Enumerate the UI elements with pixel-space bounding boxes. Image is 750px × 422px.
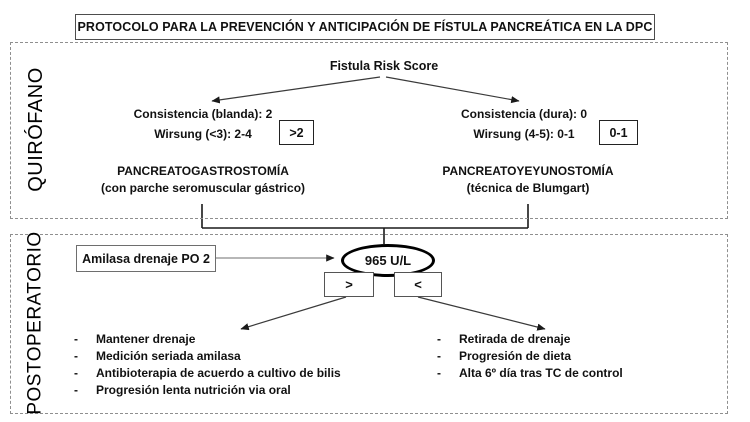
list-item: -Antibioterapia de acuerdo a cultivo de …: [74, 366, 341, 380]
page-title: PROTOCOLO PARA LA PREVENCIÓN Y ANTICIPAC…: [75, 14, 655, 40]
list-item: -Progresión lenta nutrición via oral: [74, 383, 291, 397]
comparator-greater-box: >: [324, 272, 374, 297]
procedure-pancreatojejunostomy: PANCREATOYEYUNOSTOMÍA (técnica de Blumga…: [408, 163, 648, 197]
left-criterion-consistency: Consistencia (blanda): 2: [133, 107, 273, 121]
procedure-pancreatogastrostomy-note: (con parche seromuscular gástrico): [100, 181, 306, 195]
amylase-drain-box: Amilasa drenaje PO 2: [76, 245, 216, 272]
section-quirofano-label: QUIRÓFANO: [24, 67, 47, 192]
right-score-badge: 0-1: [599, 120, 638, 145]
section-postoperatorio: [10, 234, 728, 414]
action-text: Progresión de dieta: [459, 349, 572, 363]
left-score-badge: >2: [279, 120, 314, 145]
list-item: -Medición seriada amilasa: [74, 349, 241, 363]
right-criterion-wirsung: Wirsung (4-5): 0-1: [473, 127, 575, 141]
page-title-text: PROTOCOLO PARA LA PREVENCIÓN Y ANTICIPAC…: [77, 20, 653, 34]
list-item: -Mantener drenaje: [74, 332, 196, 346]
procedure-pancreatojejunostomy-note: (técnica de Blumgart): [466, 181, 590, 195]
action-text: Mantener drenaje: [96, 332, 196, 346]
list-item: -Alta 6º día tras TC de control: [437, 366, 623, 380]
action-text: Retirada de drenaje: [459, 332, 571, 346]
section-quirofano-label-wrap: QUIRÓFANO: [12, 44, 60, 215]
left-criterion-wirsung: Wirsung (<3): 2-4: [154, 127, 252, 141]
section-postoperatorio-label-wrap: POSTOPERATORIO: [12, 231, 60, 414]
procedure-pancreatojejunostomy-name: PANCREATOYEYUNOSTOMÍA: [442, 164, 614, 178]
threshold-ellipse: 965 U/L: [341, 244, 435, 277]
action-text: Progresión lenta nutrición via oral: [96, 383, 291, 397]
procedure-pancreatogastrostomy: PANCREATOGASTROSTOMÍA (con parche seromu…: [83, 163, 323, 197]
action-text: Medición seriada amilasa: [96, 349, 241, 363]
action-text: Antibioterapia de acuerdo a cultivo de b…: [96, 366, 341, 380]
procedure-pancreatogastrostomy-name: PANCREATOGASTROSTOMÍA: [117, 164, 289, 178]
action-text: Alta 6º día tras TC de control: [459, 366, 623, 380]
section-postoperatorio-label: POSTOPERATORIO: [25, 231, 47, 415]
section-quirofano: [10, 42, 728, 219]
comparator-less-box: <: [394, 272, 442, 297]
list-item: -Retirada de drenaje: [437, 332, 571, 346]
greater-action-list: -Mantener drenaje -Medición seriada amil…: [74, 331, 414, 399]
fistula-risk-score-title: Fistula Risk Score: [329, 59, 439, 73]
list-item: -Progresión de dieta: [437, 349, 572, 363]
less-action-list: -Retirada de drenaje -Progresión de diet…: [437, 331, 722, 382]
right-criterion-consistency: Consistencia (dura): 0: [460, 107, 588, 121]
